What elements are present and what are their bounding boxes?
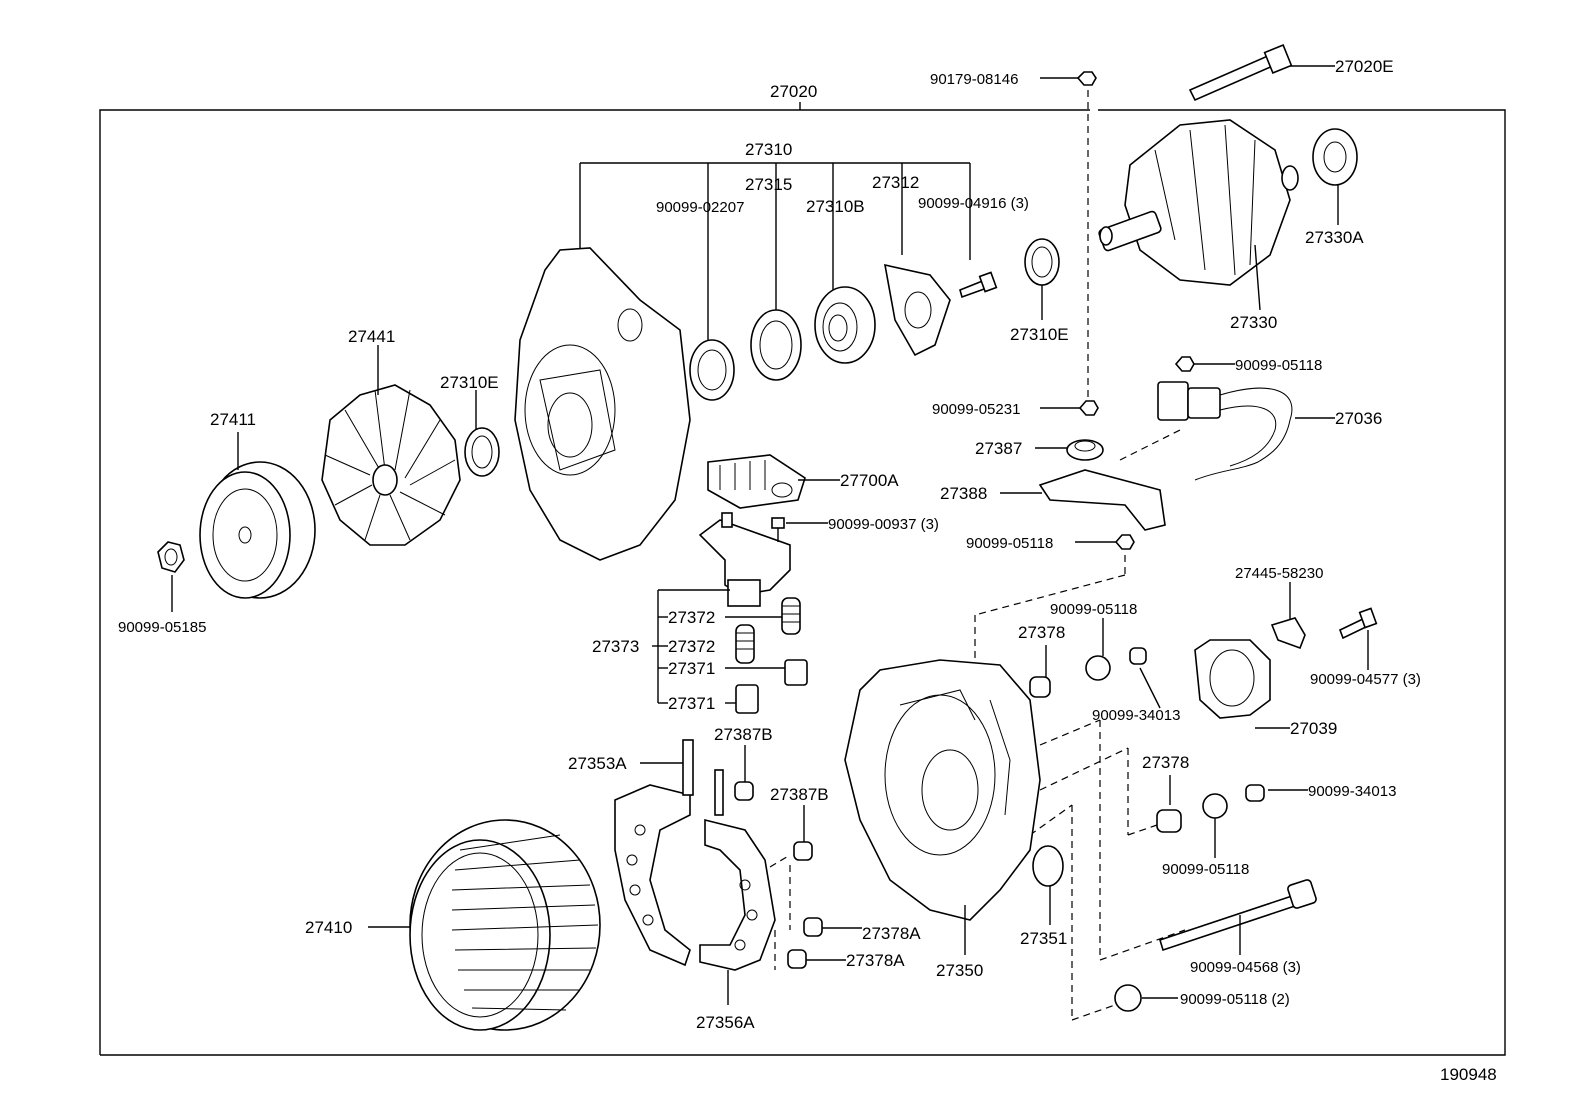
label-90179-08146: 90179-08146 — [930, 71, 1018, 88]
brush-holder — [698, 512, 791, 607]
label-90099-05118-top: 90099-05118 — [1235, 357, 1322, 374]
label-27310E-left: 27310E — [440, 373, 499, 392]
label-27373: 27373 — [592, 637, 639, 656]
label-27371-a: 27371 — [668, 659, 715, 678]
label-27387: 27387 — [975, 439, 1022, 458]
assembly-frame — [99, 102, 1506, 1056]
label-90099-34013-a: 90099-34013 — [1092, 707, 1180, 724]
connector-27036 — [1157, 381, 1335, 481]
label-27310E-top: 27310E — [1010, 325, 1069, 344]
label-27353A: 27353A — [568, 754, 627, 773]
nut-90099-05118-top — [1174, 356, 1235, 372]
label-27387B-a: 27387B — [714, 725, 773, 744]
label-27312: 27312 — [872, 173, 919, 192]
cover-27388 — [1000, 429, 1181, 531]
nut-90179-08146 — [1040, 71, 1097, 400]
nut-90099-05118-e — [1029, 804, 1178, 1021]
label-90099-04568: 90099-04568 (3) — [1190, 959, 1301, 976]
label-90099-04916: 90099-04916 (3) — [918, 195, 1029, 212]
label-27378-b: 27378 — [1142, 753, 1189, 772]
rectifier-27356A — [614, 739, 776, 1005]
label-27388: 27388 — [940, 484, 987, 503]
bolt-90099-04568 — [1159, 879, 1317, 955]
bushing-27378A-b — [787, 949, 846, 969]
label-90099-04577: 90099-04577 (3) — [1310, 671, 1421, 688]
label-27351: 27351 — [1020, 929, 1067, 948]
label-27372-a: 27372 — [668, 608, 715, 627]
rear-frame-27350 — [844, 659, 1186, 961]
regulator-27700A — [707, 454, 840, 509]
pulley-27411 — [199, 432, 316, 599]
label-90099-00937: 90099-00937 (3) — [828, 516, 939, 533]
label-27411: 27411 — [210, 410, 256, 429]
diagram-id: 190948 — [1440, 1065, 1497, 1084]
label-27036: 27036 — [1335, 409, 1382, 428]
bushing-90099-34013-a — [1129, 647, 1161, 709]
group-bracket-27310 — [579, 162, 971, 345]
nut-90099-05118-d — [1202, 793, 1228, 858]
assembly-label: 27020 — [770, 82, 817, 101]
bushing-27378A-a — [803, 917, 862, 937]
label-27441: 27441 — [348, 327, 395, 346]
through-bolt-27020E — [1188, 44, 1335, 102]
label-27039: 27039 — [1290, 719, 1337, 738]
label-27350: 27350 — [936, 961, 983, 980]
springs-and-brushes — [725, 597, 808, 714]
label-90099-05118-d: 90099-05118 — [1162, 861, 1249, 878]
collar-27310E-top — [1024, 238, 1060, 320]
fan-27441 — [321, 345, 461, 546]
screw-90099-04577 — [1338, 607, 1378, 670]
retainer-plate-27312 — [883, 263, 951, 357]
label-27356A: 27356A — [696, 1013, 755, 1032]
rotor-27330 — [1098, 119, 1299, 311]
bushing-27387B-b — [769, 805, 813, 970]
terminal-27445-58230 — [1270, 582, 1306, 650]
bearing-27330A — [1312, 128, 1358, 225]
label-27378A-b: 27378A — [846, 951, 905, 970]
label-27310B: 27310B — [806, 197, 865, 216]
label-27410: 27410 — [305, 918, 352, 937]
label-90099-05185: 90099-05185 — [118, 619, 206, 636]
label-90099-34013-b: 90099-34013 — [1308, 783, 1396, 800]
bushing-27378-a — [1029, 645, 1051, 698]
bushing-27351 — [1032, 845, 1064, 925]
drive-end-frame-27310 — [514, 247, 691, 561]
bearing-27310B — [814, 286, 876, 364]
label-27371-b: 27371 — [668, 694, 715, 713]
insulator-27039 — [1194, 639, 1290, 729]
label-27372-b: 27372 — [668, 637, 715, 656]
bushing-90099-34013-b — [1245, 784, 1308, 802]
brush-group-27373 — [652, 589, 730, 704]
label-90099-05118-e: 90099-05118 (2) — [1180, 991, 1290, 1008]
label-27387B-b: 27387B — [770, 785, 829, 804]
seal-90099-02207 — [689, 339, 735, 401]
label-27020E: 27020E — [1335, 57, 1394, 76]
label-27378-a: 27378 — [1018, 623, 1065, 642]
label-90099-05231: 90099-05231 — [932, 401, 1020, 418]
label-27310: 27310 — [745, 140, 792, 159]
label-90099-05118-mid: 90099-05118 — [966, 535, 1053, 552]
bushing-27387B-a — [734, 745, 754, 801]
retainer-27315 — [750, 309, 802, 381]
label-27315: 27315 — [745, 175, 792, 194]
label-27700A: 27700A — [840, 471, 899, 490]
label-27445-58230: 27445-58230 — [1235, 565, 1323, 582]
collar-27310E-left — [464, 390, 500, 477]
bushing-27378-b — [1127, 748, 1182, 836]
nut-90099-05118-c — [1085, 618, 1111, 681]
screw-90099-04916 — [959, 271, 998, 299]
label-27330: 27330 — [1230, 313, 1277, 332]
label-90099-02207: 90099-02207 — [656, 199, 744, 216]
nut-90099-05231 — [1040, 400, 1099, 416]
screw-90099-00937 — [771, 517, 828, 542]
label-27378A-a: 27378A — [862, 924, 921, 943]
nut-90099-05185 — [157, 541, 185, 612]
label-27330A: 27330A — [1305, 228, 1364, 247]
stator-27410 — [368, 819, 601, 1031]
bushing-27387 — [1035, 439, 1104, 461]
label-90099-05118-c: 90099-05118 — [1050, 601, 1137, 618]
